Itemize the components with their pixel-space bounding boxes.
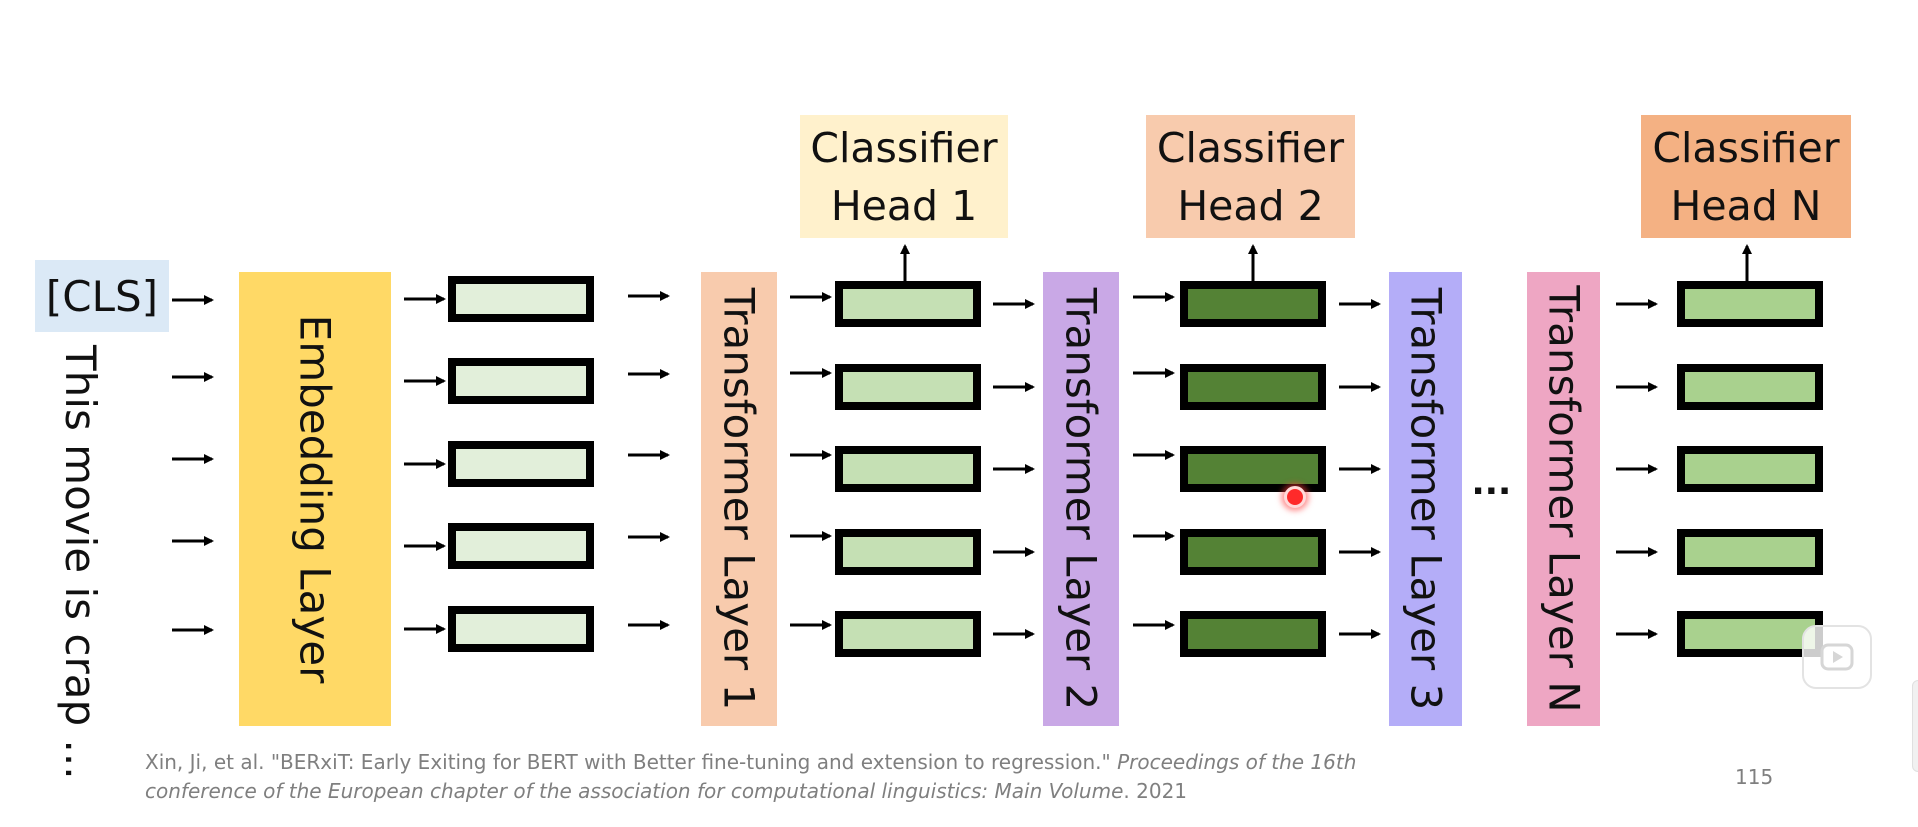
citation-tail: . 2021	[1123, 779, 1188, 803]
transformer-layer-2: Transformer Layer 2	[1043, 272, 1119, 726]
token-vector-s2-r3	[1180, 529, 1326, 575]
citation: Xin, Ji, et al. "BERxiT: Early Exiting f…	[145, 748, 1365, 806]
side-panel-handle[interactable]	[1912, 680, 1918, 772]
embedding-layer-label: Embedding Layer	[290, 314, 340, 684]
citation-venue: Proceedings of the 16th conference of th…	[145, 750, 1357, 803]
layer-ellipsis: ...	[1472, 455, 1512, 504]
laser-pointer	[1284, 486, 1306, 508]
token-vector-s2-r2	[1180, 446, 1326, 492]
token-vector-s0-r1	[448, 358, 594, 404]
token-vector-s0-r0	[448, 276, 594, 322]
token-vector-s1-r1	[835, 364, 981, 410]
token-vector-s3-r0	[1677, 281, 1823, 327]
token-vector-s2-r1	[1180, 364, 1326, 410]
classifier-head-2: Classifier Head 2	[1146, 115, 1355, 238]
token-vector-s3-r1	[1677, 364, 1823, 410]
token-vector-s1-r2	[835, 446, 981, 492]
token-vector-s0-r4	[448, 606, 594, 652]
token-vector-s1-r4	[835, 611, 981, 657]
token-vector-s3-r3	[1677, 529, 1823, 575]
cls-token: [CLS]	[35, 260, 169, 332]
classifier-head-1: Classifier Head 1	[800, 115, 1008, 238]
transformer-layer-n: Transformer Layer N	[1527, 272, 1600, 726]
token-vector-s0-r2	[448, 441, 594, 487]
citation-plain: Xin, Ji, et al. "BERxiT: Early Exiting f…	[145, 750, 1118, 774]
transformer-layer-n-label: Transformer Layer N	[1539, 285, 1588, 713]
token-vector-s0-r3	[448, 523, 594, 569]
video-play-button[interactable]	[1802, 625, 1872, 689]
transformer-layer-3-label: Transformer Layer 3	[1401, 287, 1450, 711]
token-vector-s3-r4	[1677, 611, 1823, 657]
transformer-layer-2-label: Transformer Layer 2	[1056, 287, 1106, 711]
token-vector-s2-r4	[1180, 611, 1326, 657]
classifier-head-n: Classifier Head N	[1641, 115, 1851, 238]
play-icon	[1820, 643, 1854, 671]
page-number: 115	[1735, 765, 1774, 789]
embedding-layer: Embedding Layer	[239, 272, 391, 726]
token-vector-s3-r2	[1677, 446, 1823, 492]
transformer-layer-3: Transformer Layer 3	[1389, 272, 1462, 726]
transformer-layer-1-label: Transformer Layer 1	[714, 287, 764, 711]
token-vector-s2-r0	[1180, 281, 1326, 327]
token-vector-s1-r3	[835, 529, 981, 575]
input-sentence-text: This movie is crap ...	[56, 345, 105, 780]
transformer-layer-1: Transformer Layer 1	[701, 272, 777, 726]
token-vector-s1-r0	[835, 281, 981, 327]
